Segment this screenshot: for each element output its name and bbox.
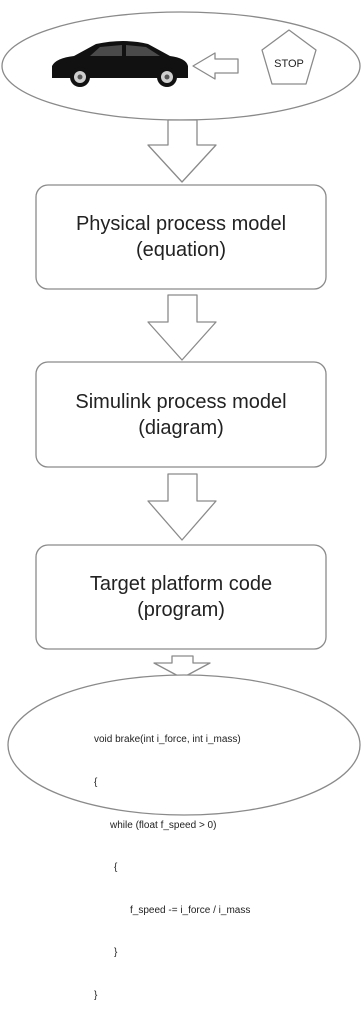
diagram-canvas: STOP [1,11,361,816]
box-simulink-model-label: Simulink process model (diagram) [36,389,326,441]
box-title: Physical process model [75,213,287,235]
code-ellipse [7,674,361,816]
code-line: { [94,777,98,788]
box-target-code-label: Target platform code (program) [36,571,326,623]
box-target-code [35,544,327,650]
car-icon [52,41,188,87]
arrow-down-icon [147,294,217,361]
box-simulink-model [35,361,327,468]
code-line: f_speed -= i_force / i_mass [130,904,251,916]
code-line: void brake(int i_force, int i_mass) [94,734,241,746]
stop-sign-icon [261,29,317,85]
box-subtitle: (diagram) [138,417,224,439]
code-line: } [114,947,118,959]
arrow-down-icon [153,655,211,679]
arrow-down-icon [147,473,217,541]
code-block: void brake(int i_force, int i_mass) { wh… [94,705,250,1017]
arrow-down-icon [147,119,217,183]
code-line: while (float f_speed > 0) [110,819,217,831]
arrow-left-icon [192,52,239,80]
stop-label: STOP [274,58,304,70]
code-line: { [114,862,118,874]
box-title: Target platform code [89,573,273,595]
box-subtitle: (equation) [135,239,227,261]
box-physical-model-label: Physical process model (equation) [36,211,326,263]
box-physical-model [35,184,327,290]
box-title: Simulink process model [75,391,287,413]
box-subtitle: (program) [137,599,225,621]
code-line: } [94,989,98,1001]
